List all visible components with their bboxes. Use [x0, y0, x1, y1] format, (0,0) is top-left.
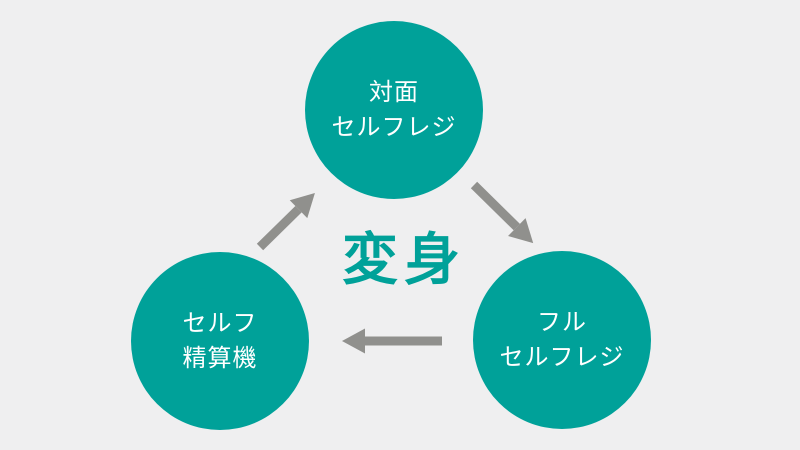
node-label-line: 精算機 [182, 345, 258, 372]
node-label-line: セルフ [182, 310, 258, 337]
node-label-line: セルフレジ [499, 344, 625, 371]
arrow-left-icon [342, 328, 442, 354]
arrow-up-right-icon [256, 193, 315, 251]
node-full-selfregi: フル セルフレジ [473, 251, 651, 429]
node-label-line: セルフレジ [331, 114, 457, 141]
node-label-line: フル [537, 309, 587, 336]
arrow-down-right-icon [470, 181, 534, 244]
node-self-seisanki: セルフ 精算機 [131, 252, 309, 430]
center-label: 変身 [342, 228, 466, 291]
node-taimen-selfregi: 対面 セルフレジ [305, 21, 483, 199]
node-label-line: 対面 [369, 79, 419, 106]
